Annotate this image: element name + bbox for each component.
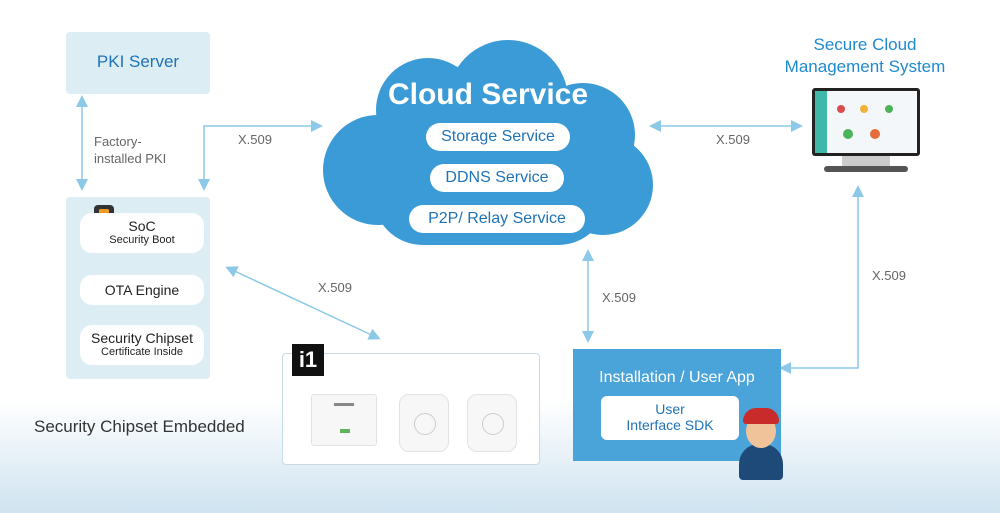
monitor-base [824, 166, 908, 172]
arrow-device-cameras [225, 266, 381, 340]
x509-label-top-left: X.509 [238, 132, 272, 147]
user-app-title: Installation / User App [599, 369, 755, 386]
secure-cloud-title-line1: Secure Cloud [813, 35, 917, 54]
sdk-box: User Interface SDK [601, 396, 739, 440]
p2p-relay-service-pill: P2P/ Relay Service [409, 205, 585, 233]
ota-engine-pill: OTA Engine [80, 275, 204, 305]
arrow-app-mgmt [779, 185, 864, 374]
gateway-device [311, 394, 377, 446]
pki-server-box: PKI Server [66, 32, 210, 94]
factory-pki-label-line2: installed PKI [94, 151, 167, 166]
camera-device-2 [467, 394, 517, 452]
secure-cloud-title-line2: Management System [784, 57, 946, 76]
security-chipset-embedded-label: Security Chipset Embedded [34, 417, 245, 436]
user-avatar-icon [737, 400, 787, 480]
chipset-subtitle: Certificate Inside [101, 346, 183, 358]
x509-label-middle: X.509 [602, 290, 636, 305]
arrow-device-cloud [198, 120, 323, 191]
factory-pki-label-line1: Factory- [94, 134, 142, 149]
product-logo: i1 [292, 344, 324, 376]
soc-pill: SoC Security Boot [80, 213, 204, 253]
user-app-box: Installation / User App User Interface S… [573, 349, 781, 461]
x509-label-right: X.509 [872, 268, 906, 283]
monitor-stand [842, 156, 890, 166]
monitor-icon [812, 88, 920, 178]
device-box: SoC Security Boot OTA Engine Security Ch… [66, 197, 210, 379]
soc-subtitle: Security Boot [109, 234, 175, 246]
ddns-service-pill: DDNS Service [430, 164, 564, 192]
x509-label-top-right: X.509 [716, 132, 750, 147]
storage-service-pill: Storage Service [426, 123, 570, 151]
camera-device-1 [399, 394, 449, 452]
cloud-title: Cloud Service [387, 78, 589, 111]
chipset-title: Security Chipset [91, 330, 193, 346]
soc-title: SoC [128, 218, 156, 234]
monitor-screen [812, 88, 920, 156]
pki-server-label: PKI Server [96, 52, 180, 71]
x509-label-middle-left: X.509 [318, 280, 352, 295]
security-chipset-pill: Security Chipset Certificate Inside [80, 325, 204, 365]
camera-products-box [282, 353, 540, 465]
sdk-line2: Interface SDK [626, 417, 714, 433]
sdk-line1: User [655, 401, 685, 417]
